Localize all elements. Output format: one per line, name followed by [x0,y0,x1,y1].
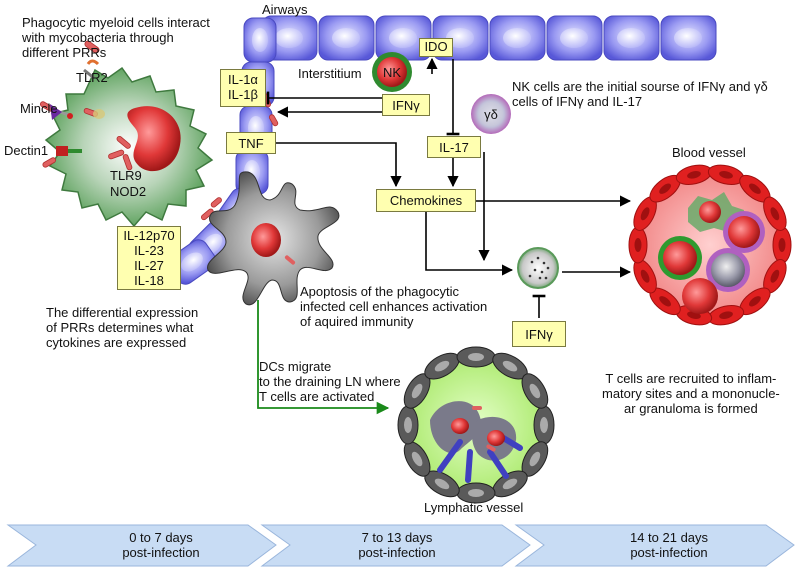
vessel-wall-cell [649,287,681,316]
ido-box: IDO [419,38,453,57]
airway-cell [546,15,603,61]
vessel-wall-cell [675,164,713,185]
gamma-delta-label: γδ [484,107,498,122]
timeline-stage-1-label: 0 to 7 days post-infection [122,530,200,560]
airway-cell [660,15,717,61]
timeline-stage-1 [6,524,277,567]
vessel-wall-cell [633,259,657,294]
lymph-wall-cell [456,482,496,504]
lymph-wall-cell [521,373,549,409]
dendritic-cell [207,171,340,306]
blood-vessel [628,164,792,326]
lymph-wall-cell [456,346,496,368]
nk-note: NK cells are the initial sourse of IFNγ … [512,79,768,109]
mincle-receptor-icon [50,104,73,120]
tlr2-receptor-icon [83,59,100,80]
airway-cell [243,17,277,63]
timeline-stage-3 [514,524,795,567]
ifng-top-box: IFNγ [382,94,430,116]
tlr9-label: TLR9 [110,168,142,183]
timeline-stage-2-label: 7 to 13 days post-infection [358,530,436,560]
vessel-wall-cell [763,259,787,294]
dc-migration-arrow [257,300,390,415]
nod2-label: NOD2 [110,184,147,199]
vessel-wall-cell [707,305,745,326]
tlr2-label: TLR2 [76,70,108,85]
il1-box: IL-1α IL-1β [220,69,266,107]
vessel-wall-cell [628,226,648,264]
nk-label: NK [383,65,401,80]
lymph-wall-cell [533,405,555,445]
blood-vessel-label: Blood vessel [672,145,746,160]
arrows [266,57,632,318]
lymph-wall-cell [397,405,419,445]
ifng-bottom-box: IFNγ [512,321,566,347]
timeline-stage-2 [260,524,531,567]
vessel-wall-cell [772,226,792,264]
interstitium-label: Interstitium [298,66,362,81]
gamma-delta-t-cell [471,94,511,134]
dectin1-receptor-icon [56,146,82,156]
lymphatic-vessel-label: Lymphatic vessel [424,500,524,515]
vessel-wall-cell [763,196,787,231]
timeline-stage-3-label: 14 to 21 days post-infection [629,530,709,560]
airway-cell [489,15,546,61]
tcell-note: T cells are recruited to inflam- matory … [602,371,780,416]
macrophage-cell [44,66,214,228]
airway-epithelium [167,15,717,285]
phagocytic-note: Phagocytic myeloid cells interact with m… [22,15,210,60]
dc-note: DCs migrate to the draining LN where T c… [259,359,401,404]
airway-cell [318,15,375,61]
nk-cell [372,52,412,92]
airway-cell [603,15,660,61]
tnf-box: TNF [226,132,276,154]
il17-box: IL-17 [427,136,481,158]
dectin1-label: Dectin1 [4,143,49,158]
timeline [6,524,795,567]
apoptosis-note: Apoptosis of the phagocytic infected cel… [300,284,488,329]
cytokines-box: IL-12p70 IL-23 IL-27 IL-18 [117,226,181,290]
differential-note: The differential expression of PRRs dete… [46,305,199,350]
chemokines-box: Chemokines [376,189,476,212]
lymph-node [397,346,555,504]
mincle-label: Mincle [20,101,58,116]
lymph-wall-cell [403,441,431,477]
airways-label: Airways [262,2,308,17]
apoptotic-cell [517,247,559,289]
airway-cell [375,15,432,61]
